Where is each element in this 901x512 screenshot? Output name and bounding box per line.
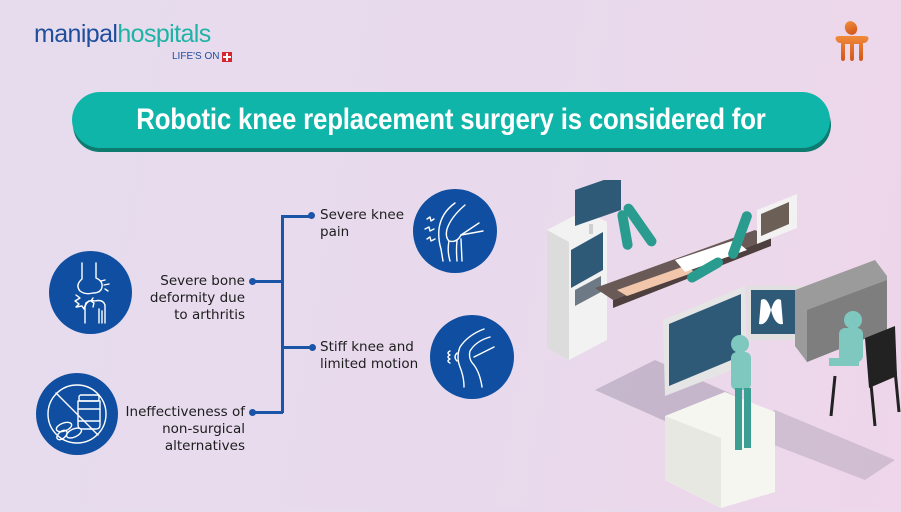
painful-knee-icon	[413, 189, 497, 273]
label-line: deformity due	[149, 290, 245, 306]
red-cross-icon	[222, 51, 233, 62]
tagline-text: LIFE'S ON	[172, 51, 220, 62]
logo-word-hospitals: hospitals	[117, 20, 211, 48]
stiff-knee-icon	[430, 315, 514, 399]
brand-mark-icon	[830, 18, 874, 64]
logo-wordmark: manipalhospitals	[34, 20, 211, 48]
connector-branch-knee-pain	[281, 215, 311, 218]
label-knee-pain: Severe knee pain	[320, 207, 420, 241]
label-line: pain	[320, 224, 350, 240]
connector-dot-non-surgical	[249, 409, 256, 416]
page-title: Robotic knee replacement surgery is cons…	[136, 103, 766, 136]
label-line: Ineffectiveness of	[125, 404, 245, 420]
bone-fracture-joint-icon	[49, 251, 132, 334]
label-line: Severe bone	[160, 273, 245, 289]
label-line: Stiff knee and	[320, 339, 414, 355]
connector-branch-bone-deformity	[253, 280, 283, 283]
no-medication-icon	[36, 373, 118, 455]
manipal-hospitals-logo: manipalhospitals LIFE'S ON	[34, 20, 233, 62]
connector-dot-bone-deformity	[249, 278, 256, 285]
connector-branch-stiff-knee	[281, 346, 312, 349]
label-non-surgical: Ineffectiveness of non-surgical alternat…	[110, 404, 245, 455]
logo-word-manipal: manipal	[34, 20, 118, 48]
label-line: to arthritis	[174, 307, 245, 323]
label-stiff-knee: Stiff knee and limited motion	[320, 339, 440, 373]
logo-tagline: LIFE'S ON	[172, 51, 233, 62]
connector-dot-stiff-knee	[309, 344, 316, 351]
label-line: alternatives	[164, 438, 245, 454]
title-banner: Robotic knee replacement surgery is cons…	[72, 92, 830, 148]
connector-dot-knee-pain	[308, 212, 315, 219]
label-bone-deformity: Severe bone deformity due to arthritis	[120, 273, 245, 324]
connector-vertical-line	[281, 215, 284, 413]
robotic-surgery-illustration	[535, 174, 901, 508]
label-line: Severe knee	[320, 207, 405, 223]
label-line: limited motion	[320, 356, 419, 372]
label-line: non-surgical	[162, 421, 245, 437]
connector-branch-non-surgical	[253, 411, 283, 414]
